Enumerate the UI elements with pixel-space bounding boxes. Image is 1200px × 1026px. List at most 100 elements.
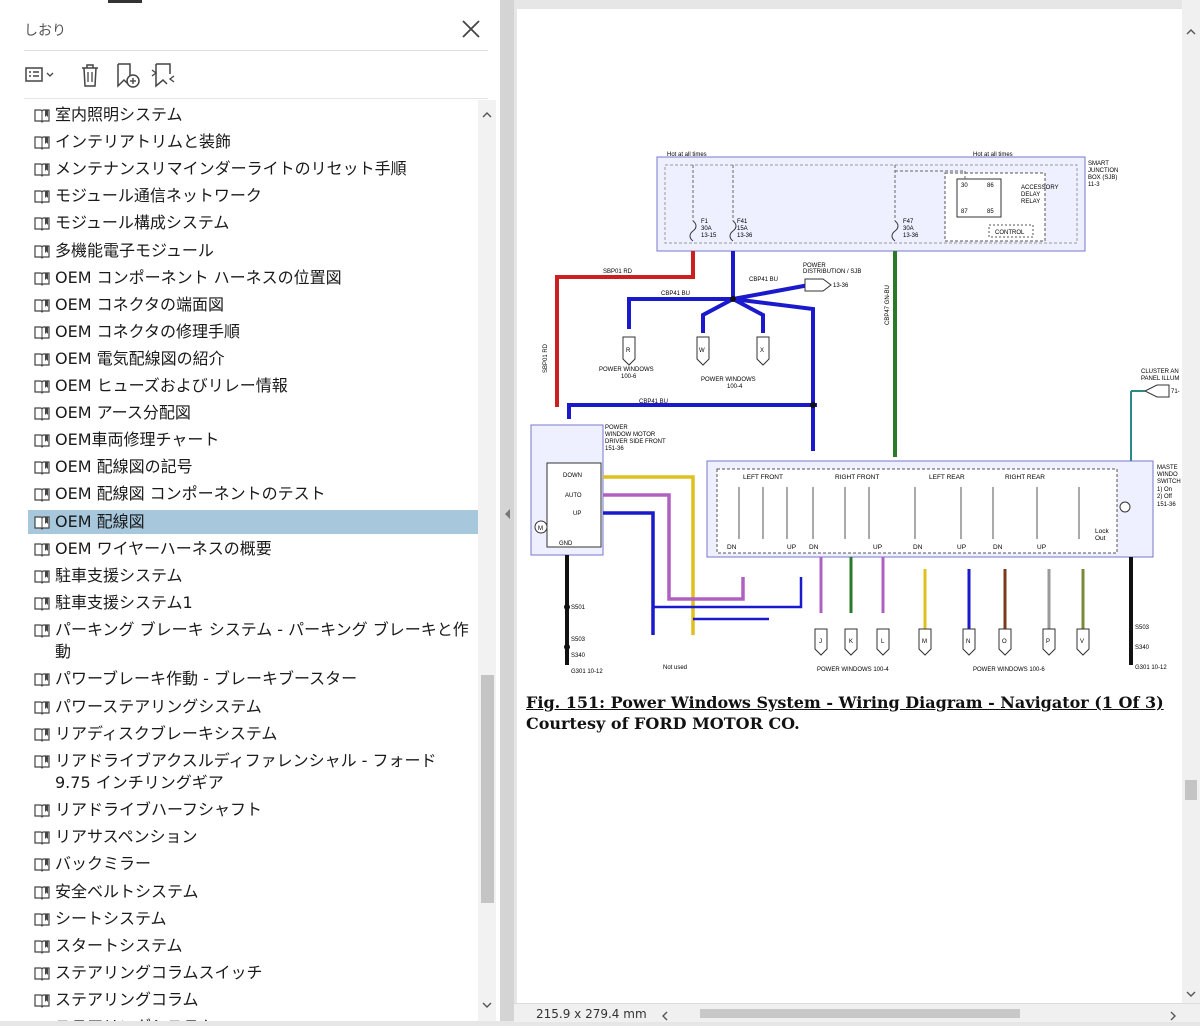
svg-text:30A: 30A [903, 226, 914, 232]
scrollbar-thumb[interactable] [481, 675, 494, 903]
bookmark-item[interactable]: OEM コンポーネント ハーネスの位置図 [28, 266, 478, 290]
svg-text:MASTE: MASTE [1157, 465, 1178, 471]
bookmark-label: OEM アース分配図 [55, 403, 191, 422]
svg-text:GND: GND [559, 541, 573, 547]
bookmark-item[interactable]: OEM ワイヤーハーネスの概要 [28, 537, 478, 561]
bookmark-item[interactable]: OEM ヒューズおよびリレー情報 [28, 374, 478, 398]
connector-row-lower [814, 628, 1090, 656]
bookmark-item[interactable]: リアドライブハーフシャフト [28, 798, 478, 822]
scroll-up-icon[interactable] [478, 106, 496, 122]
bookmark-item[interactable]: メンテナンスリマインダーライトのリセット手順 [28, 157, 478, 181]
horizontal-scrollbar-thumb[interactable] [700, 1009, 1020, 1018]
bookmark-icon [34, 993, 50, 1008]
panel-splitter[interactable] [500, 0, 514, 1021]
bookmark-label: 安全ベルトシステム [55, 882, 199, 901]
bookmark-scrollbar[interactable] [478, 100, 496, 1021]
bookmark-item[interactable]: OEM コネクタの端面図 [28, 293, 478, 317]
bookmark-item[interactable]: モジュール構成システム [28, 211, 478, 235]
page-size-label: 215.9 x 279.4 mm [536, 1007, 647, 1021]
svg-text:POWER: POWER [803, 263, 826, 269]
connector-r: R [622, 336, 636, 366]
bookmark-item[interactable]: 安全ベルトシステム [28, 880, 478, 904]
bookmark-item[interactable]: 駐車支援システム1 [28, 591, 478, 615]
bookmark-item[interactable]: リアサスペンション [28, 825, 478, 849]
bookmark-item[interactable]: リアドライブアクスルディファレンシャル - フォード 9.75 インチリングギア [28, 749, 478, 797]
bookmark-item[interactable]: スタートシステム [28, 934, 478, 958]
bookmark-item[interactable]: パーキング ブレーキ システム - パーキング ブレーキと作動 [28, 618, 478, 666]
bookmark-item[interactable]: インテリアトリムと装飾 [28, 130, 478, 154]
panel-tab-indicator [108, 0, 142, 3]
svg-text:J: J [819, 639, 822, 645]
svg-text:DRIVER SIDE FRONT: DRIVER SIDE FRONT [605, 439, 666, 445]
bookmark-label: OEM コネクタの端面図 [55, 295, 224, 314]
bookmark-item[interactable]: 多機能電子モジュール [28, 239, 478, 263]
svg-text:F1: F1 [701, 219, 709, 225]
bookmark-icon [34, 271, 50, 286]
lr-label: LEFT REAR [929, 474, 965, 481]
bookmark-icon [34, 433, 50, 448]
svg-text:F41: F41 [737, 219, 748, 225]
bookmark-item[interactable]: ステアリングシステム [28, 1015, 478, 1021]
scroll-up-icon[interactable] [1184, 24, 1198, 38]
bookmarks-panel: しおり 室内照明システムインテリアトリムと装飾メンテナンスリマインダーライト [0, 0, 500, 1021]
bookmark-item[interactable]: モジュール通信ネットワーク [28, 184, 478, 208]
svg-text:O: O [1002, 639, 1007, 645]
bookmark-list: 室内照明システムインテリアトリムと装飾メンテナンスリマインダーライトのリセット手… [24, 100, 478, 1021]
svg-text:DN: DN [913, 544, 923, 551]
bookmark-search-icon[interactable] [150, 60, 178, 90]
scroll-left-icon[interactable] [660, 1007, 670, 1021]
bookmark-item[interactable]: OEM 電気配線図の紹介 [28, 347, 478, 371]
bookmark-item[interactable]: OEM コネクタの修理手順 [28, 320, 478, 344]
bookmark-icon [34, 966, 50, 981]
bookmark-item[interactable]: ステアリングコラム [28, 988, 478, 1012]
scrollbar-thumb[interactable] [1185, 780, 1197, 800]
svg-text:DELAY: DELAY [1021, 192, 1040, 198]
svg-text:P: P [1046, 639, 1050, 645]
svg-text:1) On: 1) On [1157, 487, 1172, 493]
connector-x: X [756, 336, 770, 366]
bookmark-icon [34, 672, 50, 687]
bookmark-item[interactable]: OEM 配線図 [28, 510, 478, 534]
svg-text:K: K [849, 639, 853, 645]
svg-text:Out: Out [1095, 535, 1106, 542]
bookmark-item[interactable]: OEM車両修理チャート [28, 428, 478, 452]
bookmark-item[interactable]: リアディスクブレーキシステム [28, 722, 478, 746]
bookmark-icon [34, 727, 50, 742]
svg-text:151-36: 151-36 [605, 446, 624, 452]
trash-icon[interactable] [78, 60, 102, 90]
scroll-right-icon[interactable] [1168, 1007, 1178, 1021]
svg-text:M: M [538, 526, 543, 532]
caption-title: Fig. 151: Power Windows System - Wiring … [526, 693, 1164, 712]
bookmark-item[interactable]: OEM 配線図 コンポーネントのテスト [28, 482, 478, 506]
bookmark-item[interactable]: シートシステム [28, 907, 478, 931]
pw-mnopv-label: POWER WINDOWS 100-6 [973, 667, 1045, 673]
bookmark-item[interactable]: パワーブレーキ作動 - ブレーキブースター [28, 667, 478, 691]
new-bookmark-icon[interactable] [114, 60, 142, 90]
bookmark-item[interactable]: バックミラー [28, 852, 478, 876]
bookmark-item[interactable]: ステアリングコラムスイッチ [28, 961, 478, 985]
bookmark-item[interactable]: 駐車支援システム [28, 564, 478, 588]
svg-text:POWER WINDOWS: POWER WINDOWS [701, 377, 756, 383]
scroll-down-icon[interactable] [478, 998, 496, 1014]
bookmark-item[interactable]: パワーステアリングシステム [28, 695, 478, 719]
bookmark-icon [34, 857, 50, 872]
document-vertical-scrollbar[interactable] [1182, 0, 1200, 1003]
svg-text:DISTRIBUTION / SJB: DISTRIBUTION / SJB [803, 269, 861, 275]
bookmark-icon [34, 569, 50, 584]
options-menu-icon[interactable] [24, 60, 58, 90]
svg-text:W: W [699, 348, 705, 354]
scroll-down-icon[interactable] [1184, 986, 1198, 1000]
svg-text:DN: DN [727, 544, 737, 551]
bookmark-item[interactable]: OEM アース分配図 [28, 401, 478, 425]
bookmark-icon [34, 830, 50, 845]
close-icon[interactable] [458, 16, 484, 42]
svg-text:15A: 15A [737, 226, 748, 232]
bookmark-item[interactable]: OEM 配線図の記号 [28, 455, 478, 479]
bookmark-item[interactable]: 室内照明システム [28, 103, 478, 127]
g301-label-b: G301 10-12 [1135, 665, 1167, 671]
connector-w: W [696, 336, 710, 366]
collapse-arrow-icon[interactable] [503, 506, 511, 520]
